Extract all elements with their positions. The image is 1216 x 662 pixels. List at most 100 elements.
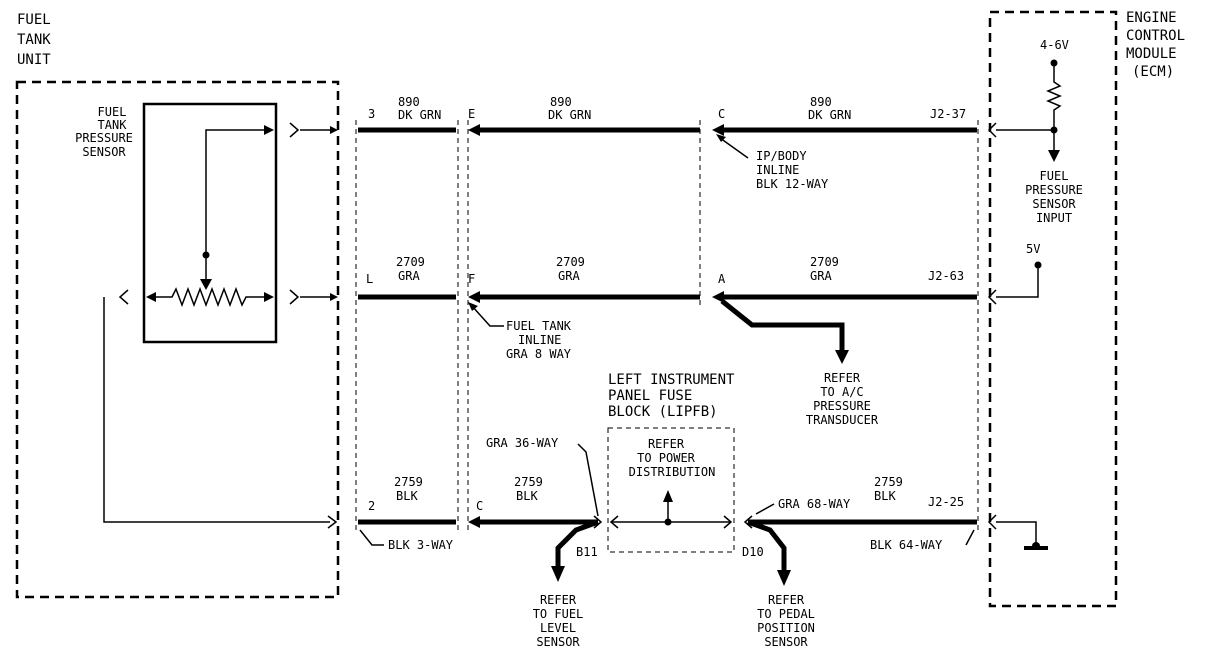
wire-2759-seg2-color: BLK: [516, 489, 538, 503]
ip-body-label-3: BLK 12-WAY: [756, 177, 829, 191]
wire-2709-seg3-color: GRA: [810, 269, 832, 283]
wire-2759-pedal-arrow-icon: [777, 570, 791, 586]
ecm-ground-node: [1032, 542, 1040, 550]
terminal-2709-arrow-icon: [330, 293, 338, 301]
refer-pedal-label-4: SENSOR: [764, 635, 808, 649]
wire-2709-seg2-color: GRA: [558, 269, 580, 283]
wire-2709-seg1-color: GRA: [398, 269, 420, 283]
ecm-5v-line: [996, 265, 1039, 298]
fuel-tank-unit-label-3: UNIT: [17, 52, 51, 68]
fuel-tank-unit-label-1: FUEL: [17, 12, 51, 28]
ecm: ENGINE CONTROL MODULE (ECM) 4-6V FUEL PR…: [988, 10, 1185, 608]
sensor-label-1: FUEL: [98, 105, 127, 119]
fuel-tank-unit-boundary: [15, 80, 340, 599]
sensor-resistor-right-arrow-icon: [264, 292, 274, 302]
bottom-connector-callouts: GRA 36-WAY GRA 68-WAY BLK 3-WAY BLK 64-W…: [359, 436, 975, 552]
ip-body-leader: [719, 137, 749, 159]
terminal-890-arrow-icon: [330, 126, 338, 134]
sensor-label-4: SENSOR: [82, 145, 126, 159]
wire-2759-pin-ecm: J2-25: [928, 495, 964, 509]
fuel-tank-inline-callout: FUEL TANK INLINE GRA 8 WAY: [468, 302, 572, 361]
fuel-tank-inline-label-2: INLINE: [518, 333, 561, 347]
ecm-ground-line: [996, 521, 1037, 544]
refer-fuel-label-2: TO FUEL: [533, 607, 584, 621]
ecm-boundary: [988, 10, 1118, 608]
refer-fuel-level: REFER TO FUEL LEVEL SENSOR: [533, 593, 584, 649]
wire-2759-branch-fuel: [555, 519, 599, 568]
wire-2709-pin-ecm: J2-63: [928, 269, 964, 283]
ip-body-connector-callout: IP/BODY INLINE BLK 12-WAY: [716, 134, 829, 191]
wire-2709-pin-left: L: [366, 272, 373, 286]
sensor-label-3: PRESSURE: [75, 131, 133, 145]
ecm-label-2: CONTROL: [1126, 28, 1185, 44]
sensor-label-2: TANK: [98, 118, 128, 132]
blk64-label: BLK 64-WAY: [870, 538, 943, 552]
lipfb-refer-1: REFER: [648, 437, 685, 451]
ecm-vref-resistor-icon: [1046, 63, 1062, 130]
refer-pedal-label-2: TO PEDAL: [757, 607, 815, 621]
wire-2759-seg1-color: BLK: [396, 489, 418, 503]
ip-body-label-2: INLINE: [756, 163, 799, 177]
lipfb-refer-2: TO POWER: [637, 451, 696, 465]
lipfb-label-3: BLOCK (LIPFB): [608, 404, 718, 420]
refer-pedal-label-3: POSITION: [757, 621, 815, 635]
ecm-label-4: (ECM): [1132, 64, 1174, 80]
wire-2759-arrow-c-icon: [468, 516, 480, 528]
wire-2709-arrow-f-icon: [468, 291, 480, 303]
refer-fuel-label-3: LEVEL: [540, 621, 576, 635]
wire-890-seg1-color: DK GRN: [398, 108, 441, 122]
gra68-leader: [755, 503, 775, 515]
ecm-input-label-2: PRESSURE: [1025, 183, 1083, 197]
wire-890-pin-ecm: J2-37: [930, 107, 966, 121]
lipfb-label-1: LEFT INSTRUMENT: [608, 372, 735, 388]
refer-ac-label-3: PRESSURE: [813, 399, 871, 413]
refer-fuel-label-1: REFER: [540, 593, 577, 607]
refer-pedal-label-1: REFER: [768, 593, 805, 607]
wire-2759-seg3-color: BLK: [874, 489, 896, 503]
wire-890-seg3-color: DK GRN: [808, 108, 851, 122]
wire-2759-pin-b11: B11: [576, 545, 598, 559]
wire-2759-fuel-arrow-icon: [551, 566, 565, 582]
ecm-label-3: MODULE: [1126, 46, 1177, 62]
wire-2709-seg2-num: 2709: [556, 255, 585, 269]
fuel-tank-pressure-sensor: [142, 102, 278, 344]
wire-2759-seg3-num: 2759: [874, 475, 903, 489]
wire-890-pin-e: E: [468, 107, 475, 121]
wire-2709-ac-arrow-icon: [835, 350, 849, 364]
refer-ac-label-2: TO A/C: [820, 385, 863, 399]
wire-890-pin-c: C: [718, 107, 725, 121]
ecm-5v-label: 5V: [1026, 242, 1040, 256]
lipfb-bus-right-chevron-icon: [723, 515, 733, 529]
ground-return-wire: [103, 297, 330, 523]
wire-2759-d10-chevron-icon: [743, 515, 753, 529]
gra68-label: GRA 68-WAY: [778, 497, 851, 511]
lipfb-splice-node: [664, 518, 672, 526]
wire-2709-seg1-num: 2709: [396, 255, 425, 269]
circuit-2709: L 2709 GRA F 2709 GRA A 2709 GRA J2-63: [358, 255, 997, 364]
wire-890-arrow-e-icon: [468, 124, 480, 136]
fuel-tank-unit-label-2: TANK: [17, 32, 51, 48]
wire-2759-seg2-num: 2759: [514, 475, 543, 489]
wire-890-pin-left: 3: [368, 107, 375, 121]
wire-2709-arrow-a-icon: [712, 291, 724, 303]
terminal-ground-arrow-icon: [327, 515, 338, 529]
circuit-2759: 2 2759 BLK C 2759 BLK 2759 BLK J2-25 B11…: [358, 475, 997, 586]
gra36-leader: [577, 443, 599, 517]
wire-2709-seg3-num: 2709: [810, 255, 839, 269]
lipfb-riser-arrow-icon: [663, 490, 673, 502]
wire-2759-pin-c: C: [476, 499, 483, 513]
lipfb-refer-3: DISTRIBUTION: [629, 465, 716, 479]
wire-890-arrow-c-icon: [712, 124, 724, 136]
wire-890-seg2-num: 890: [550, 95, 572, 109]
wire-890-seg1-num: 890: [398, 95, 420, 109]
circuit-890: 3 890 DK GRN E 890 DK GRN C 890 DK GRN J…: [358, 95, 997, 138]
lipfb-bus-left-chevron-icon: [609, 515, 619, 529]
fuel-tank-inline-leader: [471, 305, 504, 327]
ecm-890-input-line: [996, 129, 1055, 150]
wire-2759-seg1-num: 2759: [394, 475, 423, 489]
fuel-tank-inline-label-3: GRA 8 WAY: [506, 347, 572, 361]
wire-890-seg2-color: DK GRN: [548, 108, 591, 122]
blk3-leader: [359, 529, 384, 546]
wire-2759-branch-pedal: [747, 519, 787, 572]
fuel-tank-unit: FUEL TANK UNIT FUEL TANK PRESSURE SENSOR: [15, 12, 340, 599]
